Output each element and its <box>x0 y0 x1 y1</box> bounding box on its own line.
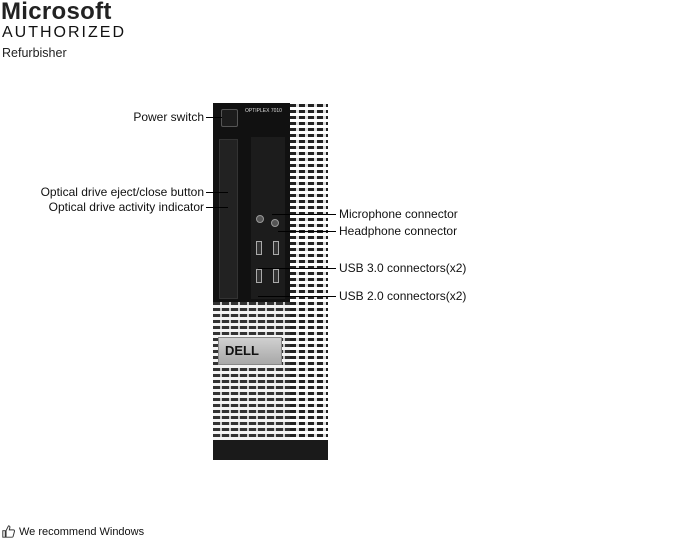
leader-line <box>278 231 336 232</box>
leader-line <box>206 207 228 208</box>
microphone-jack <box>256 215 264 223</box>
callout-headphone: Headphone connector <box>339 224 458 238</box>
usb3-port <box>273 241 279 255</box>
brand-refurbisher: Refurbisher <box>2 46 67 60</box>
leader-line <box>206 192 228 193</box>
usb2-port <box>273 269 279 283</box>
headphone-jack <box>271 219 279 227</box>
callout-microphone: Microphone connector <box>339 207 458 221</box>
optical-drive <box>219 139 238 299</box>
callout-power-switch: Power switch <box>133 110 204 124</box>
model-label: OPTIPLEX 7010 <box>245 108 282 114</box>
leader-line <box>258 268 336 269</box>
thumbs-up-icon <box>2 525 15 538</box>
recommend-text: We recommend Windows <box>19 525 145 538</box>
leader-line <box>272 214 336 215</box>
callout-activity: Optical drive activity indicator <box>48 200 204 214</box>
dell-badge: DELL <box>218 337 282 365</box>
leader-line <box>258 296 336 297</box>
callout-eject: Optical drive eject/close button <box>40 185 204 199</box>
usb2-port <box>256 269 262 283</box>
tower-base <box>213 440 328 460</box>
power-button <box>221 109 238 127</box>
desktop-tower-image: OPTIPLEX 7010 DELL <box>213 103 328 460</box>
io-panel <box>251 137 285 299</box>
brand-authorized: AUTHORIZED <box>2 24 126 41</box>
front-grille <box>213 302 290 440</box>
recommend-windows: We recommend Windows <box>2 525 144 538</box>
side-grille <box>290 103 328 440</box>
brand-microsoft: Microsoft <box>1 0 112 25</box>
callout-usb3: USB 3.0 connectors(x2) <box>339 261 467 275</box>
usb3-port <box>256 241 262 255</box>
callout-usb2: USB 2.0 connectors(x2) <box>339 289 467 303</box>
front-panel: OPTIPLEX 7010 <box>213 103 290 302</box>
leader-line <box>206 117 222 118</box>
